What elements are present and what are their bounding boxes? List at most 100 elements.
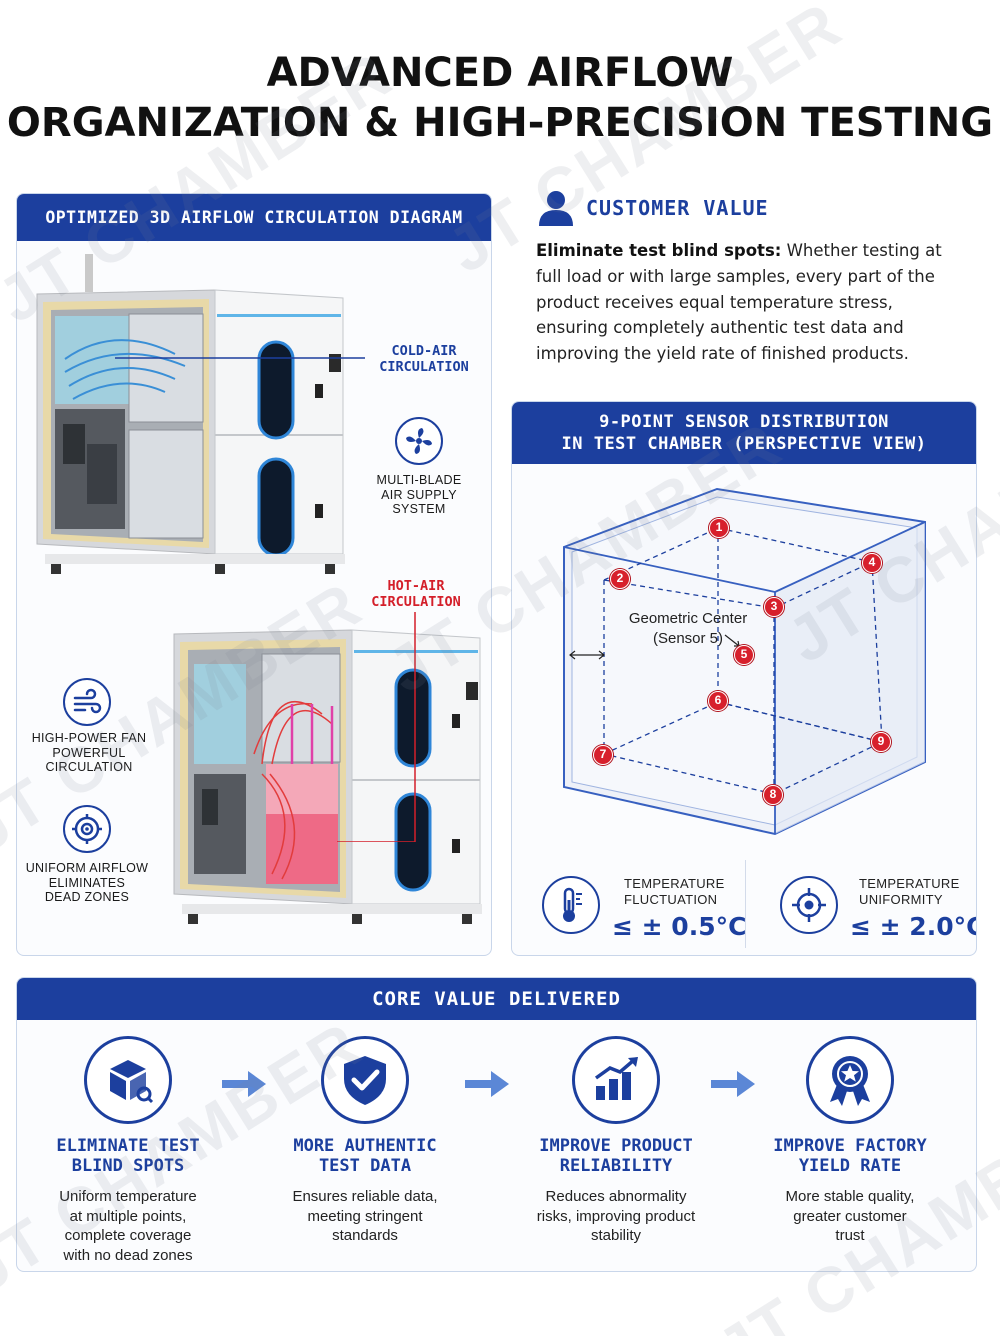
core-item-desc-line1: Uniform temperature xyxy=(59,1188,197,1205)
core-item-title-line1: MORE AUTHENTIC xyxy=(293,1136,437,1156)
page-title-line2: ORGANIZATION & HIGH-PRECISION TESTING xyxy=(6,100,994,146)
airflow-panel-title: OPTIMIZED 3D AIRFLOW CIRCULATION DIAGRAM xyxy=(17,194,491,241)
cube-icon xyxy=(84,1036,172,1124)
core-item-title: IMPROVE FACTORY YIELD RATE xyxy=(735,1136,965,1176)
temperature-fluctuation-spec: TEMPERATURE FLUCTUATION ≤ ± 0.5°C xyxy=(512,870,747,950)
sensor-marker-9: 9 xyxy=(871,732,891,752)
core-item-title-line2: BLIND SPOTS xyxy=(71,1156,185,1176)
core-item-title-line1: ELIMINATE TEST xyxy=(56,1136,200,1156)
growth-chart-icon xyxy=(572,1036,660,1124)
core-item-title: MORE AUTHENTIC TEST DATA xyxy=(250,1136,480,1176)
core-value-item: IMPROVE PRODUCT RELIABILITY Reduces abno… xyxy=(501,1036,731,1246)
core-item-desc-line1: More stable quality, xyxy=(785,1188,915,1205)
fluctuation-value: ≤ ± 0.5°C xyxy=(612,912,747,941)
cold-air-line1: COLD-AIR xyxy=(391,343,457,359)
core-item-desc-line1: Ensures reliable data, xyxy=(292,1188,438,1205)
sensor-marker-2: 2 xyxy=(610,569,630,589)
geo-line1: Geometric Center xyxy=(628,610,748,627)
hot-air-chamber-illustration xyxy=(173,629,482,924)
hot-air-line2: CIRCULATION xyxy=(371,594,461,610)
uniform-airflow-line2: ELIMINATES xyxy=(48,875,126,890)
core-value-title: CORE VALUE DELIVERED xyxy=(17,978,976,1020)
arrow-right-icon xyxy=(222,1071,266,1097)
core-item-description: Reduces abnormality risks, improving pro… xyxy=(501,1187,731,1246)
sensor-marker-7: 7 xyxy=(593,745,613,765)
multi-blade-label: MULTI-BLADE AIR SUPPLY SYSTEM xyxy=(367,473,471,517)
user-icon xyxy=(539,191,573,226)
cold-air-circulation-label: COLD-AIR CIRCULATION xyxy=(365,343,483,375)
sensor-title-line2: IN TEST CHAMBER (PERSPECTIVE VIEW) xyxy=(561,434,927,454)
core-item-description: Uniform temperature at multiple points, … xyxy=(17,1187,243,1265)
core-item-desc-line2: greater customer xyxy=(793,1207,907,1225)
core-item-title-line2: RELIABILITY xyxy=(559,1156,673,1176)
customer-value-title: CUSTOMER VALUE xyxy=(586,196,769,220)
core-item-title-line1: IMPROVE FACTORY xyxy=(773,1136,927,1156)
multi-blade-line1: MULTI-BLADE xyxy=(376,473,462,487)
core-value-item: ELIMINATE TEST BLIND SPOTS Uniform tempe… xyxy=(17,1036,243,1265)
chamber-perspective-diagram xyxy=(563,487,926,836)
cold-air-leader-line xyxy=(115,357,365,359)
uniformity-value: ≤ ± 2.0°C xyxy=(850,912,977,941)
hot-air-leader-line xyxy=(337,612,416,842)
geometric-center-label: Geometric Center (Sensor 5) xyxy=(624,609,752,649)
core-item-desc-line3: stability xyxy=(590,1227,642,1244)
high-power-fan-line1: HIGH-POWER FAN xyxy=(31,731,147,745)
high-power-fan-line2: POWERFUL xyxy=(52,745,126,760)
sensor-marker-8: 8 xyxy=(763,785,783,805)
page-title-line1: ADVANCED AIRFLOW xyxy=(266,50,734,96)
core-item-title-line2: TEST DATA xyxy=(318,1156,412,1176)
uniform-airflow-line1: UNIFORM AIRFLOW xyxy=(25,861,149,875)
sensor-marker-6: 6 xyxy=(708,691,728,711)
core-item-desc-line2: meeting stringent xyxy=(307,1207,423,1225)
core-item-desc-line2: risks, improving product xyxy=(536,1207,696,1225)
core-item-title-line2: YIELD RATE xyxy=(798,1156,902,1176)
hot-air-circulation-label: HOT-AIR CIRCULATION xyxy=(357,578,475,610)
multi-blade-line3: SYSTEM xyxy=(392,502,446,516)
fluctuation-line1: TEMPERATURE xyxy=(624,876,725,891)
page-title: ADVANCED AIRFLOW ORGANIZATION & HIGH-PRE… xyxy=(0,48,1000,148)
sensor-title-line1: 9-POINT SENSOR DISTRIBUTION xyxy=(599,412,889,432)
core-item-desc-line3: standards xyxy=(332,1227,398,1244)
wind-icon xyxy=(63,678,111,726)
award-ribbon-icon xyxy=(806,1036,894,1124)
sensor-panel-title: 9-POINT SENSOR DISTRIBUTION IN TEST CHAM… xyxy=(512,402,976,464)
geo-line2: (Sensor 5) xyxy=(652,630,724,647)
core-item-desc-line1: Reduces abnormality xyxy=(545,1188,687,1205)
core-value-item: MORE AUTHENTIC TEST DATA Ensures reliabl… xyxy=(250,1036,480,1246)
core-item-desc-line2: at multiple points, xyxy=(69,1207,187,1225)
shield-check-icon xyxy=(321,1036,409,1124)
high-power-fan-line3: CIRCULATION xyxy=(45,760,133,774)
fluctuation-label: TEMPERATURE FLUCTUATION xyxy=(624,876,725,908)
core-value-panel: CORE VALUE DELIVERED ELIMINATE TEST BLIN… xyxy=(16,977,977,1272)
sensor-marker-4: 4 xyxy=(862,553,882,573)
customer-value-section: CUSTOMER VALUE Eliminate test blind spot… xyxy=(534,186,974,376)
hot-air-line1: HOT-AIR xyxy=(387,578,445,594)
core-item-desc-line4: with no dead zones xyxy=(63,1246,193,1264)
core-item-title: ELIMINATE TEST BLIND SPOTS xyxy=(17,1136,243,1176)
sensor-distribution-panel: 9-POINT SENSOR DISTRIBUTION IN TEST CHAM… xyxy=(511,401,977,956)
crosshair-icon xyxy=(780,876,838,934)
uniformity-line2: UNIFORMITY xyxy=(859,892,943,907)
thermometer-icon xyxy=(542,876,600,934)
core-item-desc-line3: complete coverage xyxy=(64,1227,192,1244)
uniform-airflow-label: UNIFORM AIRFLOW ELIMINATES DEAD ZONES xyxy=(25,861,149,905)
core-item-title: IMPROVE PRODUCT RELIABILITY xyxy=(501,1136,731,1176)
core-item-title-line1: IMPROVE PRODUCT xyxy=(539,1136,693,1156)
uniform-airflow-line3: DEAD ZONES xyxy=(44,890,130,904)
sensor-marker-3: 3 xyxy=(764,597,784,617)
high-power-fan-label: HIGH-POWER FAN POWERFUL CIRCULATION xyxy=(29,731,149,775)
sensor-marker-5: 5 xyxy=(734,645,754,665)
temperature-uniformity-spec: TEMPERATURE UNIFORMITY ≤ ± 2.0°C xyxy=(748,870,976,950)
uniformity-line1: TEMPERATURE xyxy=(859,876,960,891)
fan-icon xyxy=(395,417,443,465)
arrow-right-icon xyxy=(465,1071,509,1097)
core-item-description: More stable quality, greater customer tr… xyxy=(735,1187,965,1246)
core-item-desc-line3: trust xyxy=(835,1227,865,1244)
arrow-right-icon xyxy=(711,1071,755,1097)
core-value-item: IMPROVE FACTORY YIELD RATE More stable q… xyxy=(735,1036,965,1246)
core-item-description: Ensures reliable data, meeting stringent… xyxy=(250,1187,480,1246)
cold-air-chamber-illustration xyxy=(36,254,345,574)
customer-value-lead: Eliminate test blind spots: xyxy=(536,241,782,260)
customer-value-body: Whether testing at full load or with lar… xyxy=(536,241,942,364)
airflow-diagram-panel: OPTIMIZED 3D AIRFLOW CIRCULATION DIAGRAM xyxy=(16,193,492,956)
